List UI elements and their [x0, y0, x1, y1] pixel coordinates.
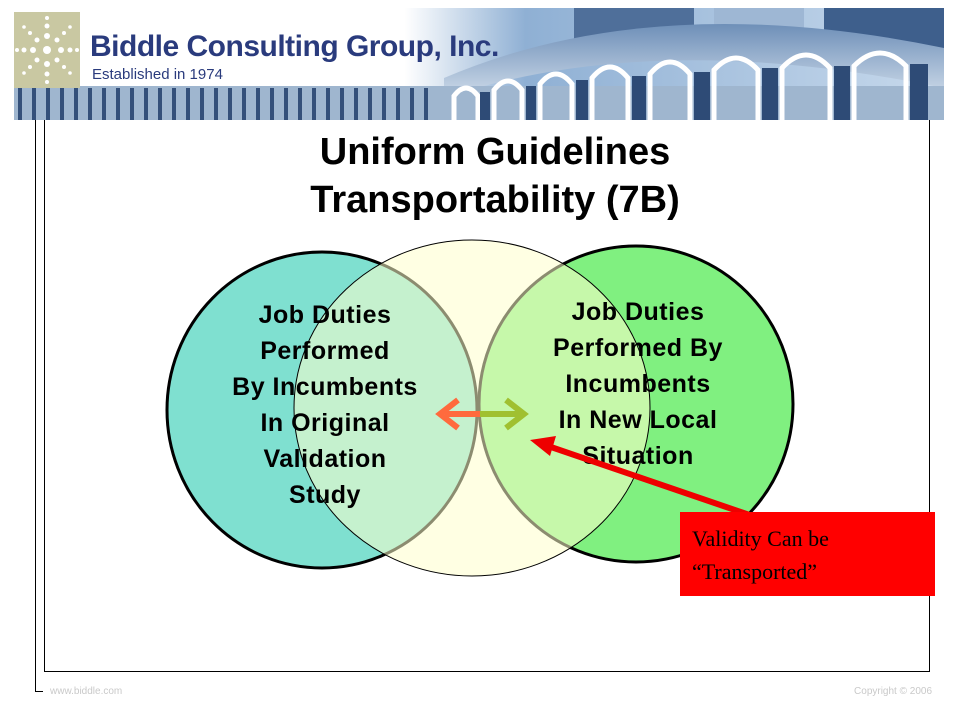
content-bottom-line — [44, 671, 930, 672]
content-left-line — [44, 118, 45, 671]
right-label-line: Situation — [582, 442, 694, 470]
right-label-line: Job Duties — [571, 298, 705, 326]
left-label-line: In Original — [260, 409, 390, 437]
footer-copyright: Copyright © 2006 — [854, 686, 932, 697]
validity-callout: Validity Can be “Transported” — [680, 512, 935, 596]
callout-line: “Transported” — [692, 559, 818, 584]
title-line-2: Transportability (7B) — [310, 179, 680, 221]
left-label-line: Job Duties — [258, 301, 392, 329]
content-right-line — [929, 118, 930, 672]
left-label-line: Validation — [263, 445, 387, 473]
right-label-line: Performed By — [553, 334, 723, 362]
frame-left-line — [35, 20, 36, 692]
company-logo — [14, 12, 80, 88]
left-label-line: Performed — [260, 337, 390, 365]
banner-architecture-image — [14, 8, 944, 120]
title-line-1: Uniform Guidelines — [319, 131, 671, 173]
frame-bottom-line — [35, 691, 43, 692]
left-circle-label: Job Duties Performed By Incumbents In Or… — [180, 297, 470, 513]
header-banner: Biddle Consulting Group, Inc. Establishe… — [14, 8, 944, 120]
callout-line: Validity Can be — [692, 526, 829, 551]
left-label-line: Study — [289, 481, 361, 509]
company-name: Biddle Consulting Group, Inc. — [90, 30, 499, 63]
established-tagline: Established in 1974 — [92, 66, 223, 83]
footer-url: www.biddle.com — [50, 686, 123, 697]
slide-title: Uniform Guidelines Transportability (7B) — [180, 128, 810, 224]
dotted-flower-logo-icon — [15, 16, 79, 84]
right-label-line: In New Local — [558, 406, 718, 434]
right-circle-label: Job Duties Performed By Incumbents In Ne… — [488, 294, 788, 474]
double-arrow — [435, 397, 529, 431]
right-label-line: Incumbents — [565, 370, 711, 398]
left-label-line: By Incumbents — [232, 373, 418, 401]
